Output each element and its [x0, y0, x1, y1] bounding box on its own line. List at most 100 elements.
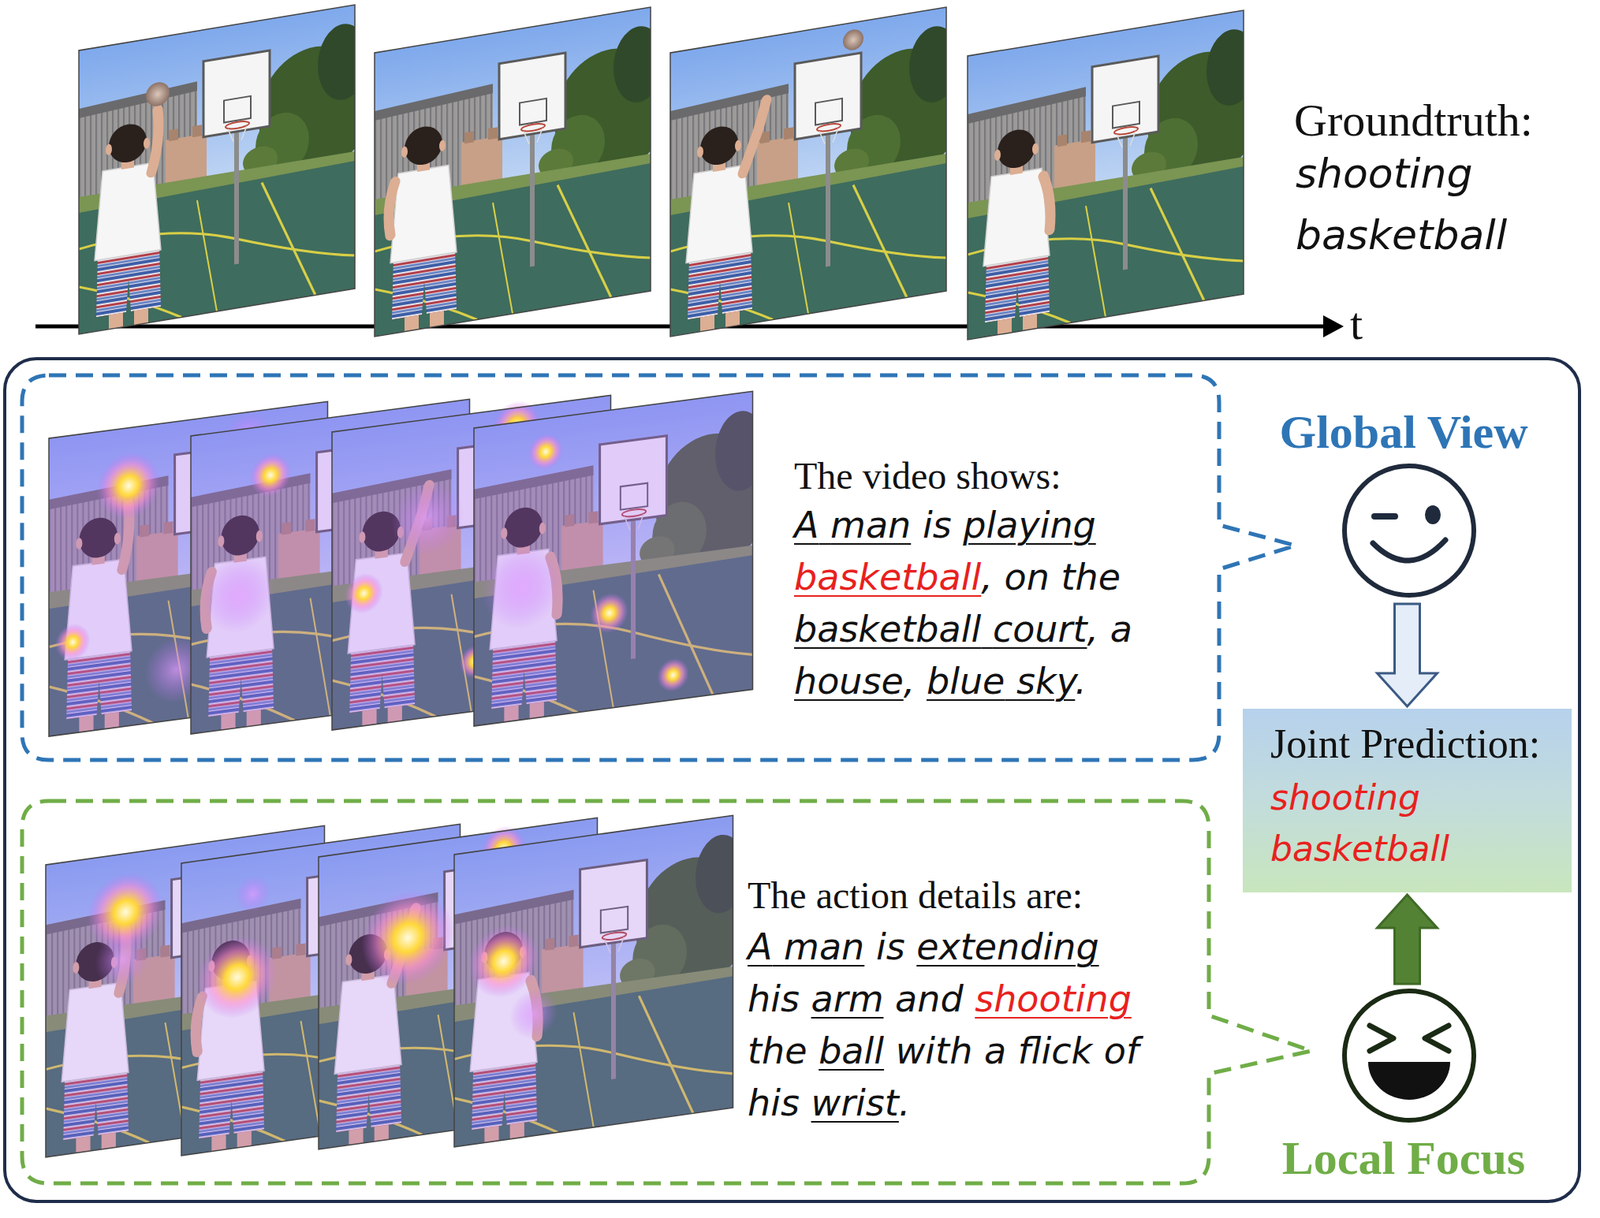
- text-slot: The video shows:: [794, 453, 1062, 500]
- word: ball: [818, 1029, 884, 1073]
- word: [1006, 1029, 1019, 1073]
- word: extending: [916, 925, 1099, 969]
- flow-arrow: [1377, 604, 1438, 707]
- video-frame: [742, 100, 767, 174]
- bubble-heading: The action details are:: [747, 872, 1083, 919]
- agent-label: Global View: [1279, 403, 1528, 461]
- video-frame: [670, 7, 947, 337]
- word: on: [1004, 555, 1050, 599]
- video-frame: [670, 3, 964, 337]
- groundtruth-heading: Groundtruth:: [1294, 93, 1533, 149]
- face-eye: [1424, 505, 1441, 525]
- heatmap-frame: [361, 884, 455, 993]
- word: blue: [926, 660, 1005, 703]
- face-eye: [1424, 1025, 1449, 1052]
- face-eye: [1374, 513, 1395, 520]
- video-frame: [670, 3, 964, 337]
- heatmap-frame: [510, 986, 559, 1042]
- video-frame: [967, 10, 1244, 340]
- word: his: [747, 977, 800, 1021]
- word: [799, 1081, 812, 1125]
- word: man: [783, 925, 865, 969]
- word: a: [984, 1029, 1007, 1073]
- bubble-outline: [22, 375, 1296, 761]
- word: ,: [980, 555, 993, 599]
- video-frame: [151, 109, 159, 172]
- face-mouth: [1368, 1062, 1451, 1101]
- video-frame: [374, 3, 668, 337]
- caption-sentence: A man is playing basketball, on the bask…: [794, 499, 1197, 708]
- video-frame: [78, 1, 373, 335]
- bubble-outline: [22, 801, 1312, 1184]
- text-slot: Local Focus: [1261, 1130, 1546, 1187]
- word: the: [1060, 555, 1121, 599]
- word: man: [830, 503, 911, 547]
- word: shooting: [974, 977, 1132, 1021]
- face-icon: [1344, 466, 1474, 596]
- box-heading: Joint Prediction:: [1270, 719, 1541, 769]
- prediction-box: Joint Prediction:shooting basketball: [1242, 708, 1572, 893]
- text-slot: A man is extending his arm and shooting …: [747, 921, 1142, 1130]
- word: [914, 660, 927, 703]
- heatmap-frame: [344, 570, 383, 616]
- text-slot: Global View: [1261, 403, 1546, 461]
- heatmap-frame: [197, 931, 277, 1024]
- heatmap-frame: [656, 656, 689, 694]
- face-outline: [1344, 466, 1474, 596]
- video-frame: [374, 3, 668, 337]
- word: basketball: [794, 555, 981, 599]
- video-frame: [374, 7, 651, 337]
- word: is: [922, 503, 952, 547]
- word: [818, 503, 831, 547]
- caption-sentence: A man is extending his arm and shooting …: [747, 921, 1142, 1130]
- face-outline: [1344, 991, 1474, 1121]
- word: A: [794, 503, 819, 547]
- flow-arrow: [1377, 895, 1438, 985]
- word: playing: [962, 503, 1097, 547]
- word: [951, 503, 964, 547]
- word: ,: [1086, 607, 1099, 651]
- word: [1098, 607, 1111, 651]
- word: [772, 925, 784, 969]
- word: the: [747, 1029, 808, 1073]
- agent-face: Local Focus: [1261, 987, 1546, 1195]
- word: [1092, 1029, 1104, 1073]
- heatmap-frame: [473, 391, 754, 727]
- heatmap-frame: [454, 813, 751, 1148]
- word: and: [895, 977, 964, 1021]
- heatmap-frame: [481, 540, 562, 635]
- axis-label: t: [1350, 296, 1363, 352]
- video-frame: [967, 7, 1261, 340]
- heatmap-frame: [235, 873, 271, 915]
- word: [963, 977, 976, 1021]
- word: with: [895, 1029, 974, 1073]
- word: court: [992, 607, 1088, 651]
- word: .: [898, 1081, 911, 1125]
- heatmap-frame: [468, 921, 539, 1003]
- text-slot: A man is playing basketball, on the bask…: [794, 499, 1197, 708]
- word: a: [1110, 607, 1133, 651]
- word: his: [747, 1081, 800, 1125]
- word: is: [876, 925, 906, 969]
- word: [883, 977, 896, 1021]
- heatmap-frame: [391, 477, 464, 561]
- heatmap-frame: [473, 389, 771, 727]
- prediction-text: shooting basketball: [1270, 772, 1555, 875]
- face-eye: [1369, 1025, 1394, 1052]
- video-frame: [388, 182, 396, 236]
- word: [799, 977, 812, 1021]
- label-slot: Groundtruth:: [1294, 93, 1533, 149]
- groundtruth-class: shooting basketball: [1295, 142, 1556, 266]
- video-frame: [967, 7, 1261, 340]
- label-slot: t: [1350, 296, 1363, 352]
- text-slot: shooting basketball: [1270, 772, 1555, 875]
- video-frame: [78, 4, 355, 335]
- text-slot: Joint Prediction:: [1270, 719, 1541, 769]
- heatmap-frame: [528, 431, 564, 473]
- word: [1049, 555, 1062, 599]
- speech-bubble: The action details are:A man is extendin…: [22, 801, 1209, 1184]
- speech-bubble: The video shows:A man is playing basketb…: [22, 375, 1220, 761]
- word: [992, 555, 1005, 599]
- word: A: [747, 925, 773, 969]
